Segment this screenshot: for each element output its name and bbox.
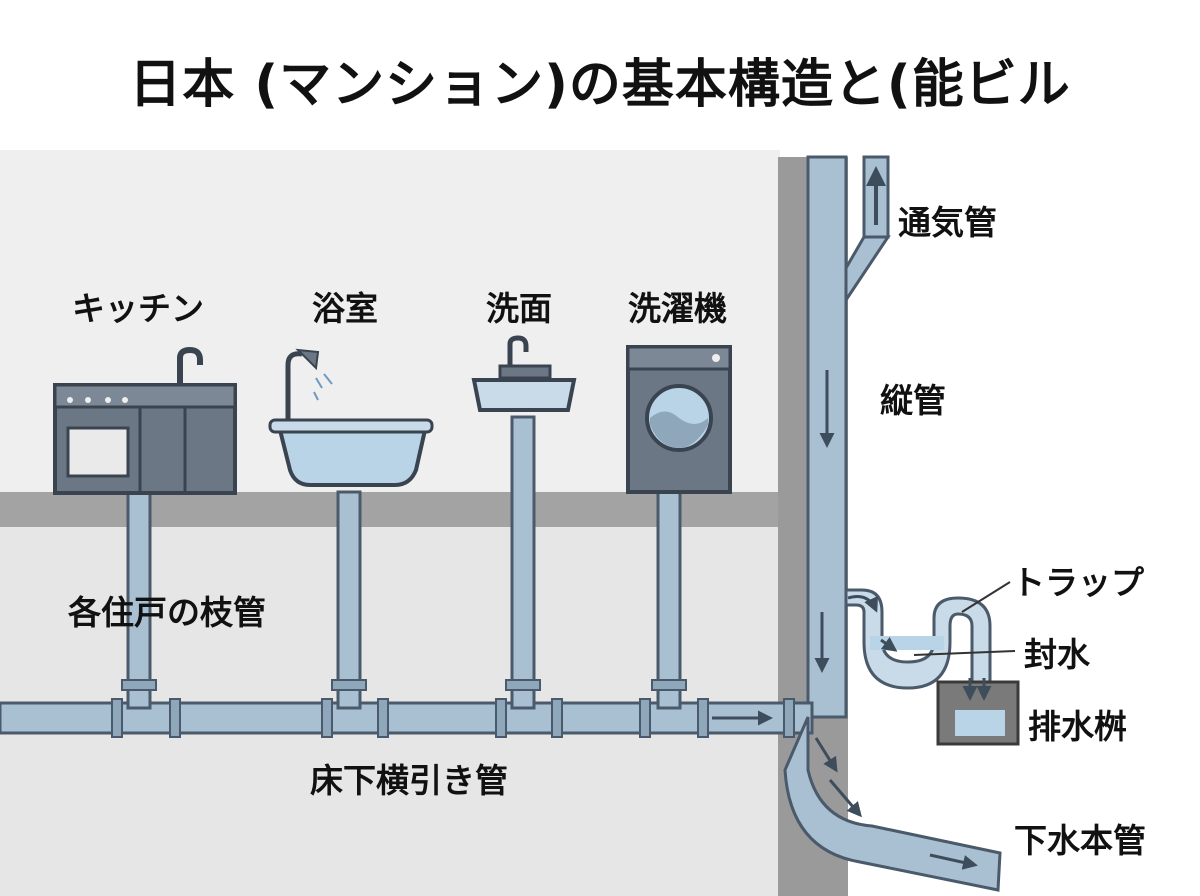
vertical-pipe-label: 縦管: [880, 381, 946, 420]
flow-arrow: [814, 737, 838, 773]
washing-machine-label: 洗濯機: [628, 289, 727, 328]
vent-pipe-joint: [844, 235, 891, 305]
sewer-main-label: 下水本管: [1014, 821, 1146, 860]
drain-basin: [936, 678, 1020, 746]
flow-arrow: [929, 853, 978, 870]
trap-leader: [961, 581, 1011, 613]
bathtub-icon: [268, 348, 434, 487]
page-title: 日本 (マンション)の基本構造と(能ビル: [129, 55, 1071, 115]
trap-label: トラップ: [1012, 563, 1144, 602]
washbasin-label: 洗面: [486, 289, 552, 328]
washbasin-icon: [471, 335, 577, 412]
sewer-main-pipe: [783, 716, 1002, 892]
kitchen-icon: [53, 346, 237, 495]
drain-basin-label: 排水桝: [1028, 707, 1127, 746]
bathroom-label: 浴室: [312, 289, 378, 328]
seal-water-label: 封水: [1024, 635, 1090, 674]
branch-pipe-label: 各住戸の枝管: [68, 593, 266, 632]
vent-pipe-label: 通気管: [898, 203, 997, 242]
flow-arrow: [828, 779, 862, 818]
washing-machine-icon: [626, 345, 732, 494]
horizontal-pipe-label: 床下横引き管: [310, 761, 508, 800]
trap-assembly: [844, 588, 992, 692]
kitchen-label: キッチン: [72, 289, 204, 328]
pipe-joints: [111, 698, 795, 738]
seal-water-leader: [913, 650, 1016, 656]
